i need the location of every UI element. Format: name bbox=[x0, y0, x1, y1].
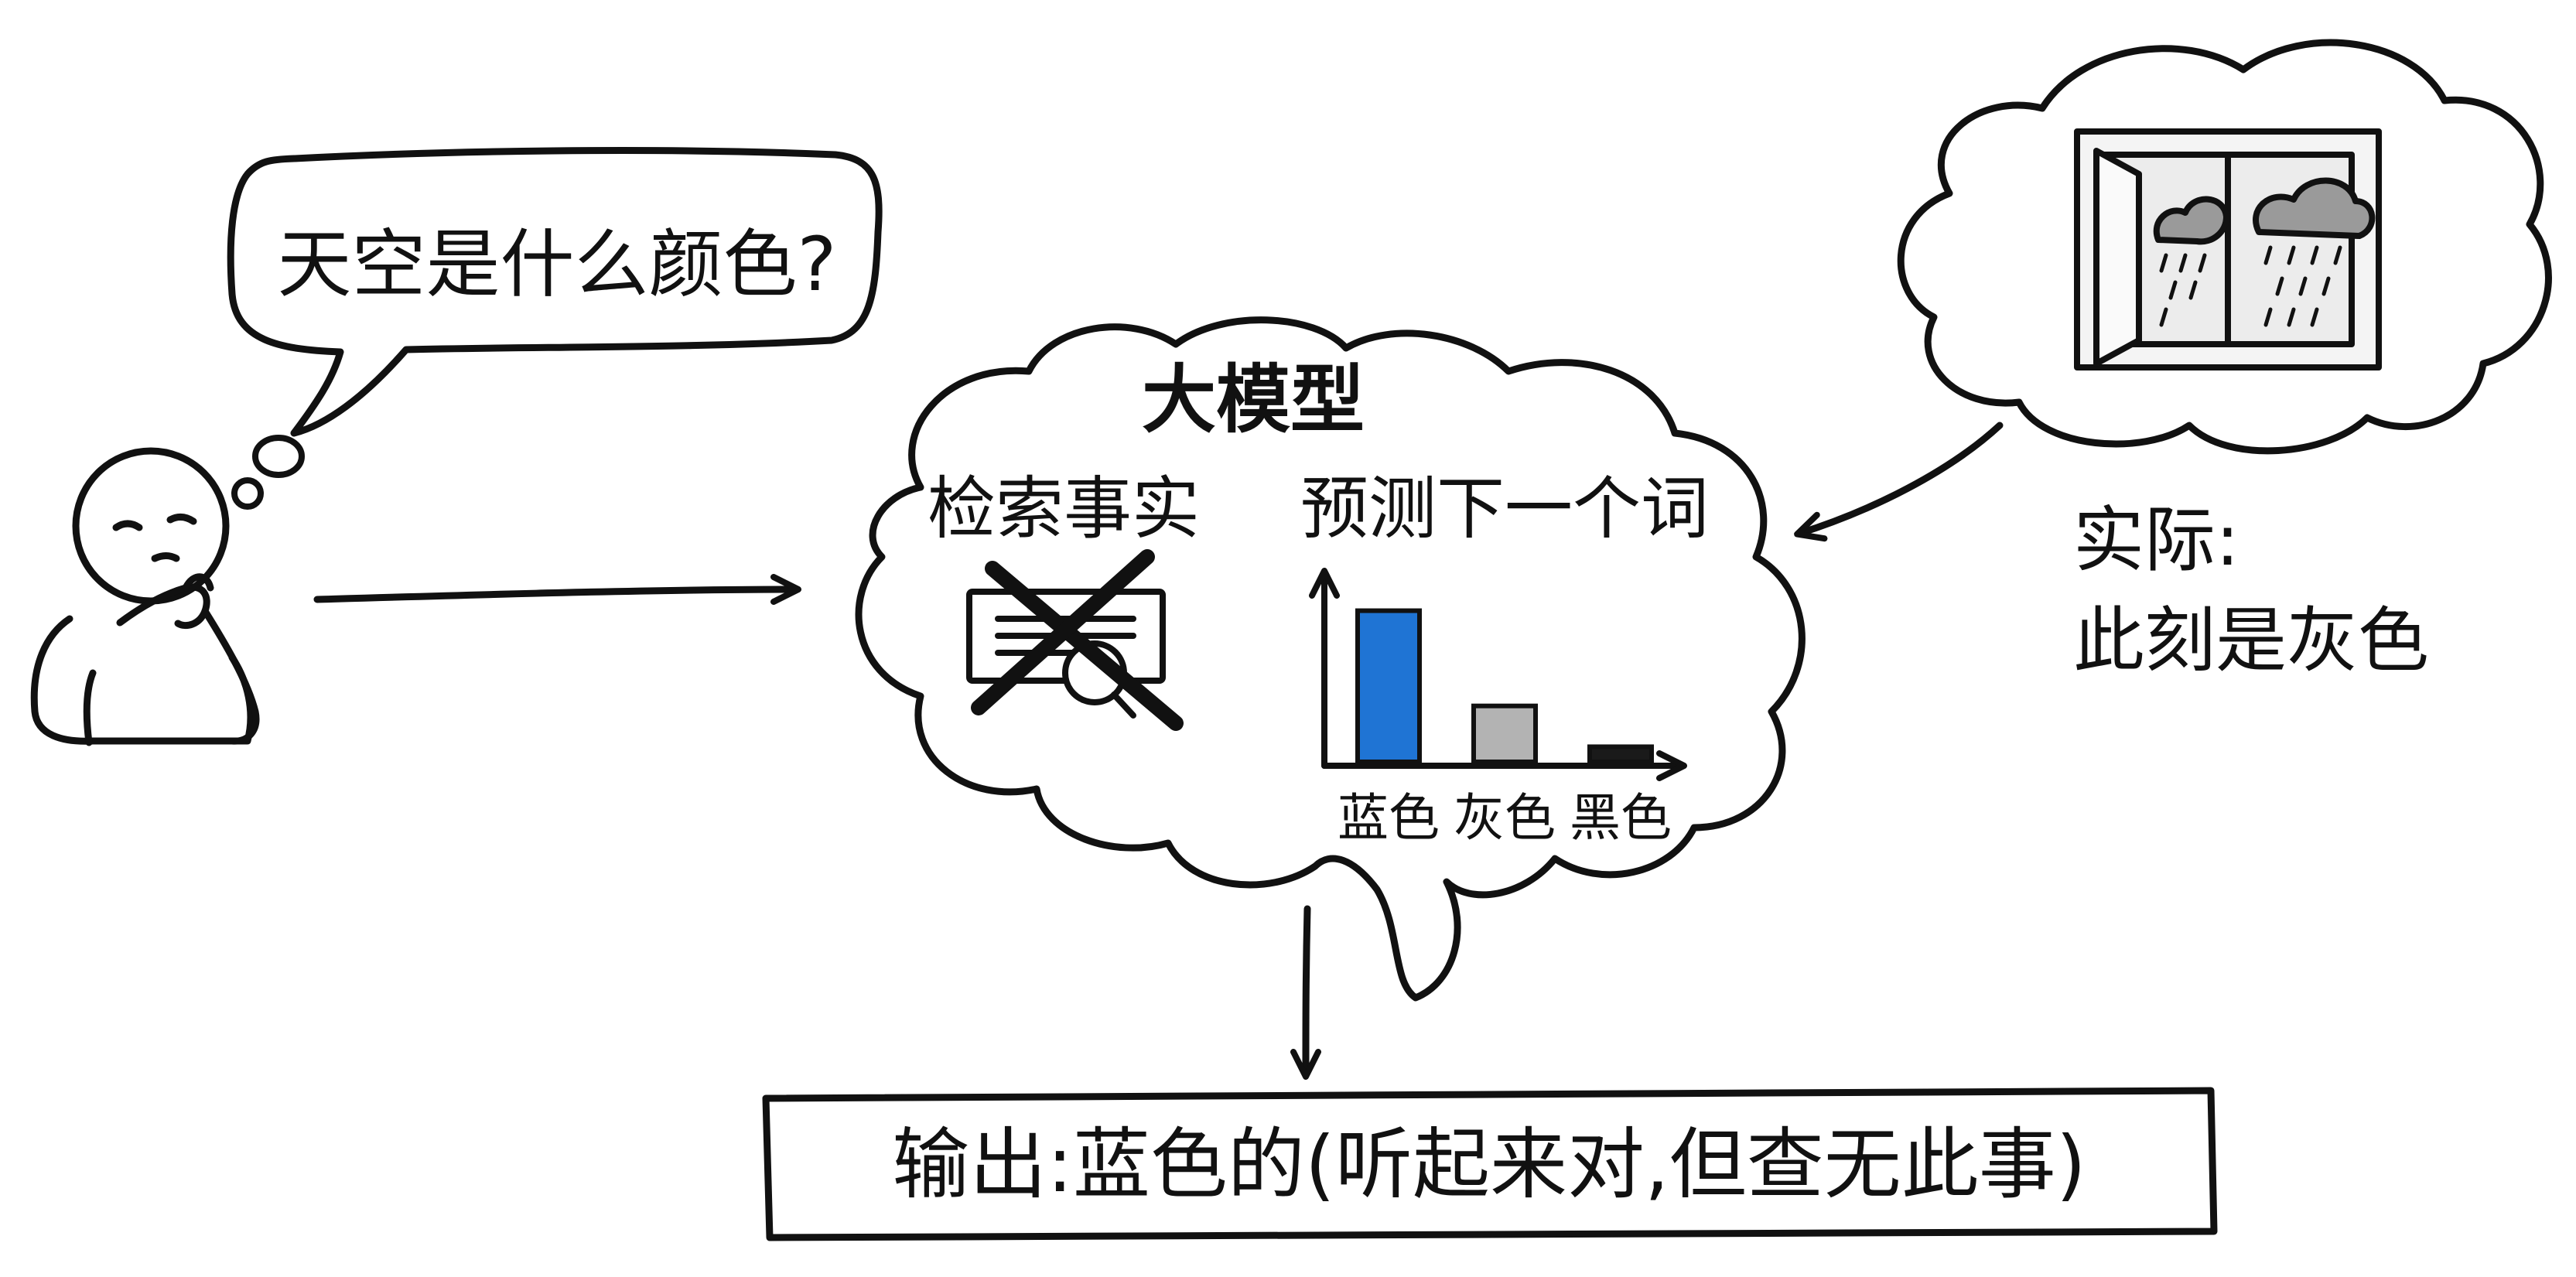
bar-1 bbox=[1355, 608, 1422, 765]
bar-label-1: 蓝色 bbox=[1338, 788, 1440, 848]
reality-cloud bbox=[1897, 39, 2552, 455]
right-label-predict-next-word: 预测下一个词 bbox=[1300, 469, 1709, 548]
arrow-reality-to-model bbox=[1794, 422, 2004, 542]
rainy-window-icon bbox=[2074, 128, 2382, 370]
cross-out-mark bbox=[971, 549, 1184, 731]
bar-2 bbox=[1471, 703, 1538, 765]
model-cloud: 大模型 检索事实 预测下一个词 蓝色灰色黑色 bbox=[855, 316, 1806, 1002]
speech-bubble-text: 天空是什么颜色? bbox=[278, 221, 837, 308]
thought-dots bbox=[231, 435, 305, 510]
output-box: 输出:蓝色的(听起来对,但查无此事) bbox=[762, 1087, 2218, 1241]
next-word-bar-chart: 蓝色灰色黑色 bbox=[1309, 568, 1687, 848]
cloud-icon bbox=[1897, 39, 2552, 455]
output-text: 输出:蓝色的(听起来对,但查无此事) bbox=[892, 1119, 2086, 1210]
bar-3 bbox=[1587, 744, 1654, 764]
left-label-retrieve-facts: 检索事实 bbox=[928, 469, 1200, 548]
speech-bubble: 天空是什么颜色? bbox=[227, 147, 883, 437]
thinking-person-icon bbox=[30, 447, 260, 746]
actual-value: 此刻是灰色 bbox=[2073, 599, 2429, 682]
bar-label-3: 黑色 bbox=[1570, 788, 1672, 848]
actual-note: 实际: 此刻是灰色 bbox=[2073, 499, 2429, 682]
model-title: 大模型 bbox=[1142, 357, 1365, 443]
bar-label-2: 灰色 bbox=[1454, 788, 1556, 848]
arrow-person-to-model bbox=[313, 574, 801, 606]
arrow-model-to-output bbox=[1290, 905, 1322, 1080]
actual-label: 实际: bbox=[2073, 499, 2239, 582]
